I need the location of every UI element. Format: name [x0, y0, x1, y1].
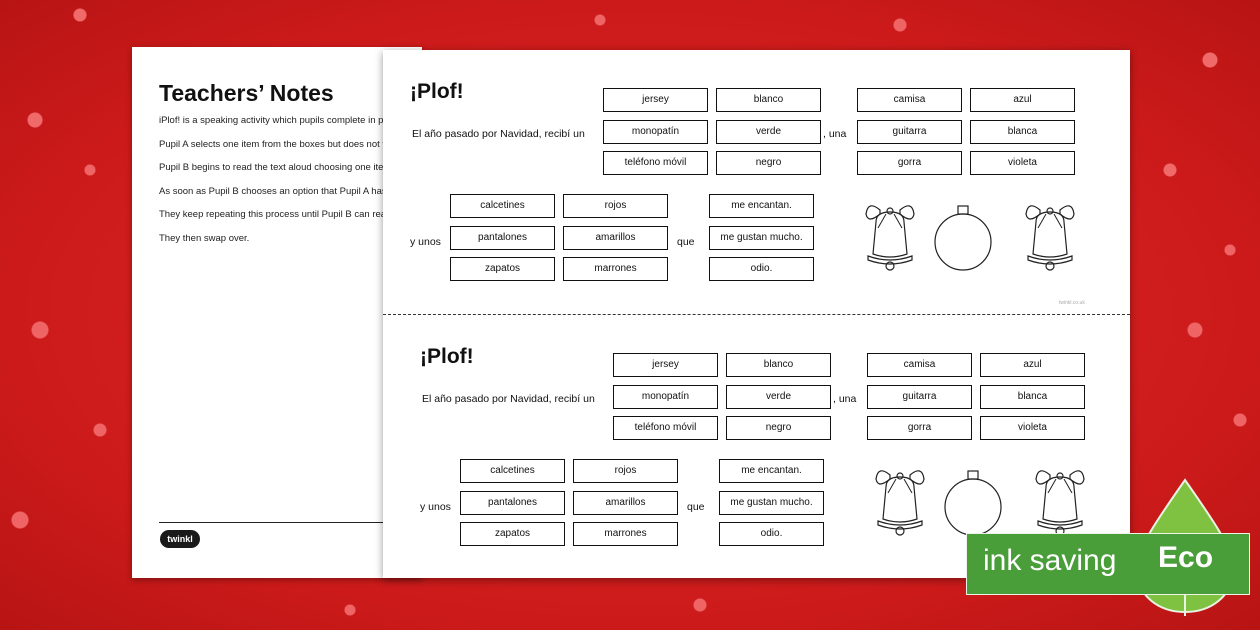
sentence-start: El año pasado por Navidad, recibí un — [422, 393, 595, 405]
word-option-box[interactable]: me encantan. — [719, 459, 824, 483]
teachers-notes-page: Teachers’ Notes iPlof! is a speaking act… — [132, 47, 422, 578]
word-option-box[interactable]: teléfono móvil — [603, 151, 708, 175]
word-option-box[interactable]: rojos — [573, 459, 678, 483]
word-option-box[interactable]: calcetines — [450, 194, 555, 218]
word-option-box[interactable]: azul — [970, 88, 1075, 112]
word-option-box[interactable]: blanca — [970, 119, 1075, 144]
word-option-box[interactable]: gorra — [867, 416, 972, 440]
word-option-box[interactable]: gorra — [857, 151, 962, 175]
teachers-notes-text: iPlof! is a speaking activity which pupi… — [159, 115, 399, 256]
word-option-box[interactable]: rojos — [563, 194, 668, 218]
credit-text: twinkl.co.uk — [1059, 300, 1085, 306]
word-option-box[interactable]: marrones — [563, 257, 668, 281]
word-option-box[interactable]: me gustan mucho. — [709, 225, 814, 250]
cut-line-divider — [383, 314, 1130, 315]
notes-line: iPlof! is a speaking activity which pupi… — [159, 115, 399, 126]
word-option-box[interactable]: violeta — [980, 416, 1085, 440]
eco-label: Eco — [1158, 541, 1214, 574]
connector-unos: y unos — [410, 236, 441, 248]
ink-saving-label: ink saving — [983, 544, 1117, 577]
notes-line: Pupil B begins to read the text aloud ch… — [159, 162, 397, 173]
word-option-box[interactable]: camisa — [867, 353, 972, 377]
word-option-box[interactable]: odio. — [719, 522, 824, 546]
word-option-box[interactable]: azul — [980, 353, 1085, 377]
word-option-box[interactable]: blanco — [716, 88, 821, 112]
worksheet-title: ¡Plof! — [420, 345, 474, 368]
word-option-box[interactable]: zapatos — [460, 522, 565, 546]
word-option-box[interactable]: blanca — [980, 384, 1085, 409]
word-option-box[interactable]: monopatín — [603, 119, 708, 144]
word-option-box[interactable]: verde — [716, 119, 821, 144]
sentence-start: El año pasado por Navidad, recibí un — [412, 128, 585, 140]
word-option-box[interactable]: jersey — [613, 353, 718, 377]
teachers-notes-title: Teachers’ Notes — [159, 80, 334, 106]
word-option-box[interactable]: guitarra — [857, 119, 962, 144]
notes-line: As soon as Pupil B chooses an option tha… — [159, 185, 399, 197]
connector-una: , una — [823, 128, 847, 140]
word-option-box[interactable]: pantalones — [450, 225, 555, 250]
word-option-box[interactable]: pantalones — [460, 490, 565, 515]
connector-que: que — [677, 236, 695, 248]
notes-line: They keep repeating this process until P… — [159, 209, 399, 220]
word-option-box[interactable]: amarillos — [563, 225, 668, 250]
word-option-box[interactable]: blanco — [726, 353, 831, 377]
word-option-box[interactable]: calcetines — [460, 459, 565, 483]
ink-saving-badge: ink saving — [966, 533, 1250, 595]
word-option-box[interactable]: me gustan mucho. — [719, 490, 824, 515]
word-option-box[interactable]: negro — [726, 416, 831, 440]
connector-una: , una — [833, 393, 857, 405]
word-option-box[interactable]: zapatos — [450, 257, 555, 281]
word-option-box[interactable]: violeta — [970, 151, 1075, 175]
word-option-box[interactable]: me encantan. — [709, 194, 814, 218]
word-option-box[interactable]: teléfono móvil — [613, 416, 718, 440]
word-option-box[interactable]: monopatín — [613, 384, 718, 409]
connector-que: que — [687, 501, 705, 513]
worksheet-section-bottom: ¡Plof! El año pasado por Navidad, recibí … — [383, 314, 1130, 578]
word-option-box[interactable]: odio. — [709, 257, 814, 281]
notes-line: They then swap over. — [159, 232, 250, 244]
word-option-box[interactable]: camisa — [857, 88, 962, 112]
word-option-box[interactable]: amarillos — [573, 490, 678, 515]
connector-unos: y unos — [420, 501, 451, 513]
worksheet-page: ¡Plof! El año pasado por Navidad, recibí … — [383, 50, 1130, 578]
christmas-bells-and-bauble-icon — [875, 470, 1085, 536]
word-option-box[interactable]: marrones — [573, 522, 678, 546]
twinkl-logo: twinkl — [160, 530, 200, 548]
word-option-box[interactable]: jersey — [603, 88, 708, 112]
christmas-bells-and-bauble-icon — [865, 205, 1075, 271]
word-option-box[interactable]: verde — [726, 384, 831, 409]
word-option-box[interactable]: negro — [716, 151, 821, 175]
footer-rule — [159, 522, 422, 523]
worksheet-title: ¡Plof! — [410, 80, 464, 103]
worksheet-section-top: ¡Plof! El año pasado por Navidad, recibí … — [383, 50, 1130, 314]
word-option-box[interactable]: guitarra — [867, 384, 972, 409]
notes-line: Pupil A selects one item from the boxes … — [159, 138, 395, 150]
